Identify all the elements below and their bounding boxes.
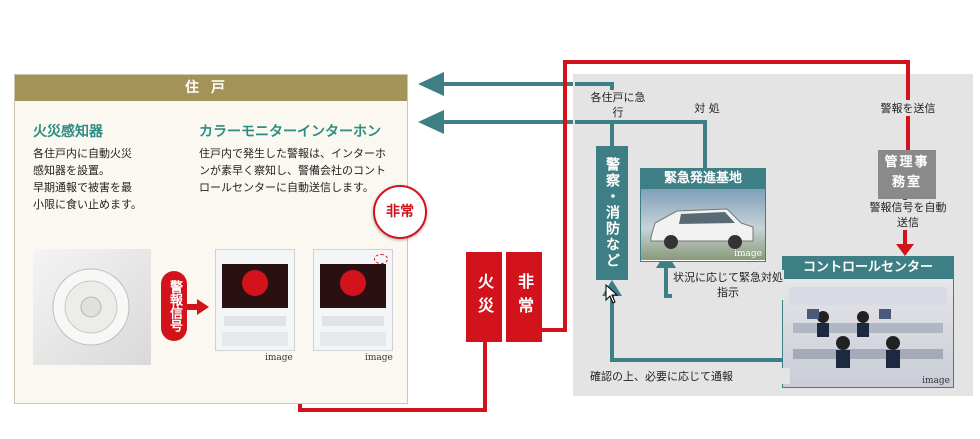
report-line-panel	[610, 290, 790, 362]
fire-detector-line: 感知器を設置。	[33, 164, 110, 177]
fire-detector-line: 早期通報で被害を最	[33, 181, 132, 194]
monitor-buttons	[320, 332, 386, 346]
fire-detector-image	[33, 249, 151, 365]
intercom-line: ロールセンターに自動送信します。	[199, 181, 374, 194]
fire-detector-line: 各住戸内に自動火災	[33, 147, 132, 160]
control-center-card: コントロールセンター image	[782, 256, 954, 388]
operators-icon	[789, 287, 947, 368]
intercom-monitor	[313, 249, 393, 351]
intercom-line: ンが素早く察知し、警備会社のコント	[199, 164, 386, 177]
mouse-cursor-icon	[605, 284, 619, 304]
emergency-button-highlight	[374, 254, 388, 264]
control-center-title: コントロールセンター	[783, 257, 953, 279]
dispatch-base-card: 緊急発進基地 image	[640, 168, 766, 262]
residence-panel: 住戸 火災感知器 各住戸内に自動火災 感知器を設置。 早期通報で被害を最 小限に…	[14, 74, 427, 404]
intercom-line: 住戸内で発生した警報は、インターホ	[199, 147, 386, 160]
residence-header: 住戸	[15, 75, 407, 101]
monitor-screen	[320, 264, 386, 308]
fire-detector-line: 小限に食い止めます。	[33, 198, 142, 211]
fire-detector-title: 火災感知器	[33, 124, 103, 140]
management-office-box: 管理事務室	[878, 150, 936, 199]
fire-signal-box: 火災	[466, 252, 502, 342]
monitor-screen	[222, 264, 288, 308]
monitor-image-tag: image	[365, 353, 393, 363]
center-arrowhead-panel	[896, 244, 914, 256]
respond-label: 対 処	[682, 100, 732, 116]
respond-line-panel	[575, 120, 707, 168]
monitor-speaker	[224, 316, 286, 326]
respond-arrowhead	[418, 110, 444, 134]
control-image-tag: image	[922, 376, 950, 386]
fire-detector-text: 各住戸内に自動火災 感知器を設置。 早期通報で被害を最 小限に食い止めます。	[33, 145, 163, 213]
intercom-text: 住戸内で発生した警報は、インターホ ンが素早く察知し、警備会社のコント ロールセ…	[199, 145, 399, 196]
intercom-title: カラーモニターインターホン	[199, 124, 381, 140]
smoke-detector-icon	[52, 268, 130, 346]
emergency-alert-icon	[340, 270, 366, 296]
fire-alert-icon	[242, 270, 268, 296]
rush-label-text: 各住戸に急行	[590, 91, 646, 119]
alarm-signal-pill: 警報信号	[161, 271, 187, 341]
dispatch-base-title: 緊急発進基地	[641, 169, 765, 189]
rush-arrowhead	[418, 72, 444, 96]
police-fire-box: 警察・消防など	[596, 146, 628, 280]
car-icon	[650, 208, 754, 249]
rush-line-panel	[575, 82, 614, 146]
monitor-image-tag: image	[265, 353, 293, 363]
send-alarm-label: 警報を送信	[868, 100, 948, 116]
monitor-buttons	[222, 332, 288, 346]
rush-label: 各住戸に急行	[588, 90, 648, 120]
instruction-label: 状況に応じて緊急対処指示	[672, 270, 784, 300]
report-label: 確認の上、必要に応じて通報	[590, 368, 790, 384]
alarm-signal-arrow-icon	[185, 299, 209, 315]
emergency-signal-box: 非常	[506, 252, 542, 342]
control-room-image: image	[783, 279, 953, 387]
dispatch-car-image: image	[641, 189, 765, 260]
intercom-monitor	[215, 249, 295, 351]
dispatch-image-tag: image	[734, 249, 762, 259]
monitor-speaker	[322, 316, 384, 326]
emergency-bubble: 非常	[373, 185, 427, 239]
auto-send-label: 警報信号を自動送信	[868, 200, 948, 230]
